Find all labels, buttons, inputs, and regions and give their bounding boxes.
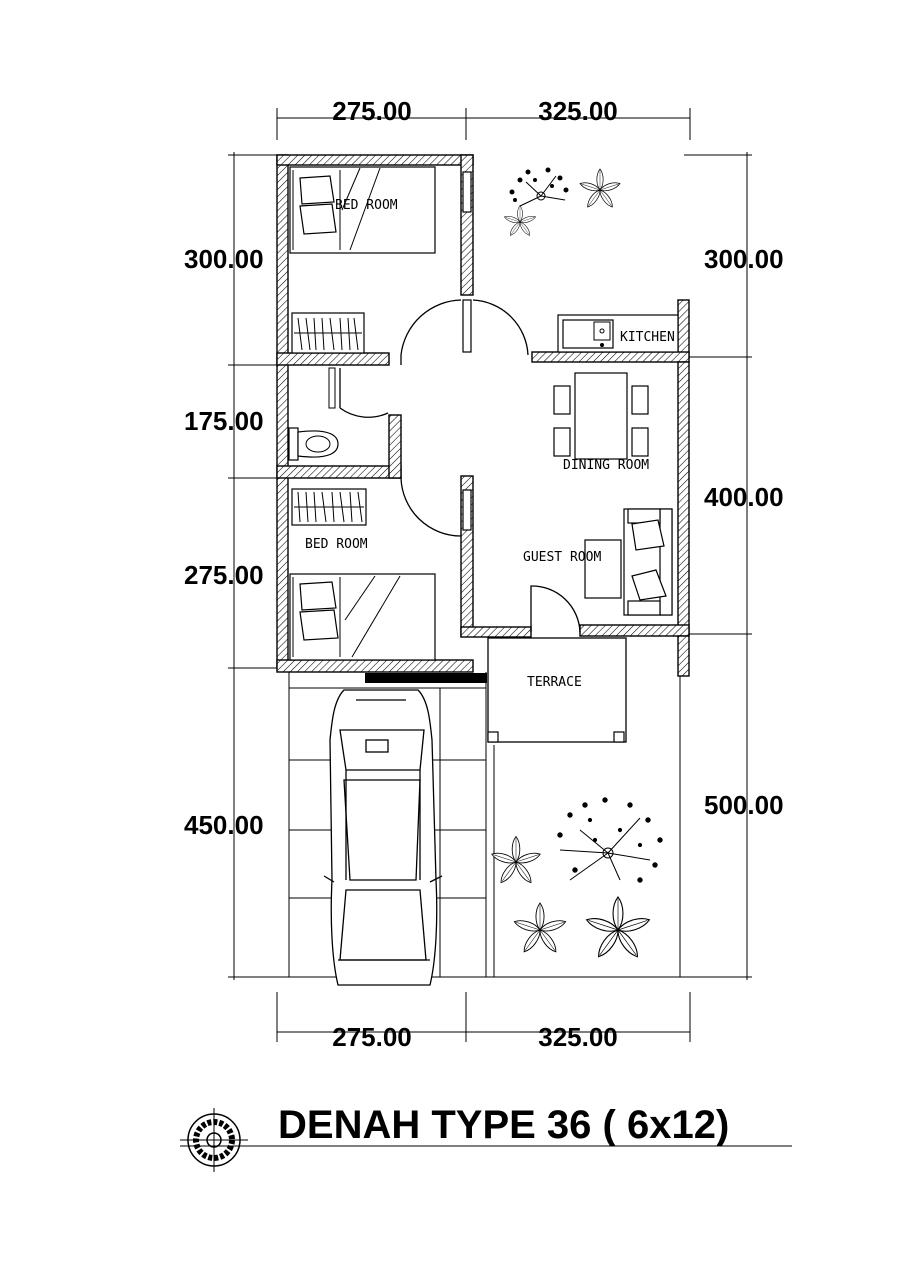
toilet xyxy=(288,427,339,461)
sofa xyxy=(584,508,673,616)
label-bed-room-2: BED ROOM xyxy=(305,537,368,552)
dimension-lines xyxy=(228,108,752,1042)
dim-right-2: 400.00 xyxy=(704,482,784,512)
plant-garden-2 xyxy=(513,903,567,954)
plant-garden-3 xyxy=(585,897,651,960)
label-dining-room: DINING ROOM xyxy=(563,458,649,473)
tree-top xyxy=(509,167,569,207)
dim-left-4: 450.00 xyxy=(184,810,264,840)
label-kitchen: KITCHEN xyxy=(620,330,675,345)
plant-garden-1 xyxy=(491,837,542,885)
dim-right-1: 300.00 xyxy=(704,244,784,274)
dim-bottom-left: 275.00 xyxy=(332,1022,412,1052)
bed-1 xyxy=(289,166,436,254)
label-bed-room-1: BED ROOM xyxy=(335,198,398,213)
dining-table xyxy=(553,372,649,460)
kitchen-counter xyxy=(557,314,679,353)
label-terrace: TERRACE xyxy=(527,675,582,690)
plan-title: DENAH TYPE 36 ( 6x12) xyxy=(278,1103,729,1147)
plant-top-1 xyxy=(579,169,621,209)
bed-2 xyxy=(289,573,436,661)
walls xyxy=(276,154,690,683)
label-guest-room: GUEST ROOM xyxy=(523,550,601,565)
tree-garden xyxy=(557,797,663,883)
car xyxy=(323,689,443,986)
wardrobe-1 xyxy=(291,312,365,354)
dim-left-2: 175.00 xyxy=(184,406,264,436)
plant-top-2 xyxy=(504,206,537,237)
dim-left-1: 300.00 xyxy=(184,244,264,274)
north-symbol xyxy=(180,1108,248,1172)
doors xyxy=(328,299,581,633)
dim-bottom-right: 325.00 xyxy=(538,1022,618,1052)
terrace-outline xyxy=(487,637,627,743)
dim-top-right: 325.00 xyxy=(538,96,618,126)
dim-top-left: 275.00 xyxy=(332,96,412,126)
dim-right-3: 500.00 xyxy=(704,790,784,820)
wardrobe-2 xyxy=(291,488,367,526)
dim-left-3: 275.00 xyxy=(184,560,264,590)
